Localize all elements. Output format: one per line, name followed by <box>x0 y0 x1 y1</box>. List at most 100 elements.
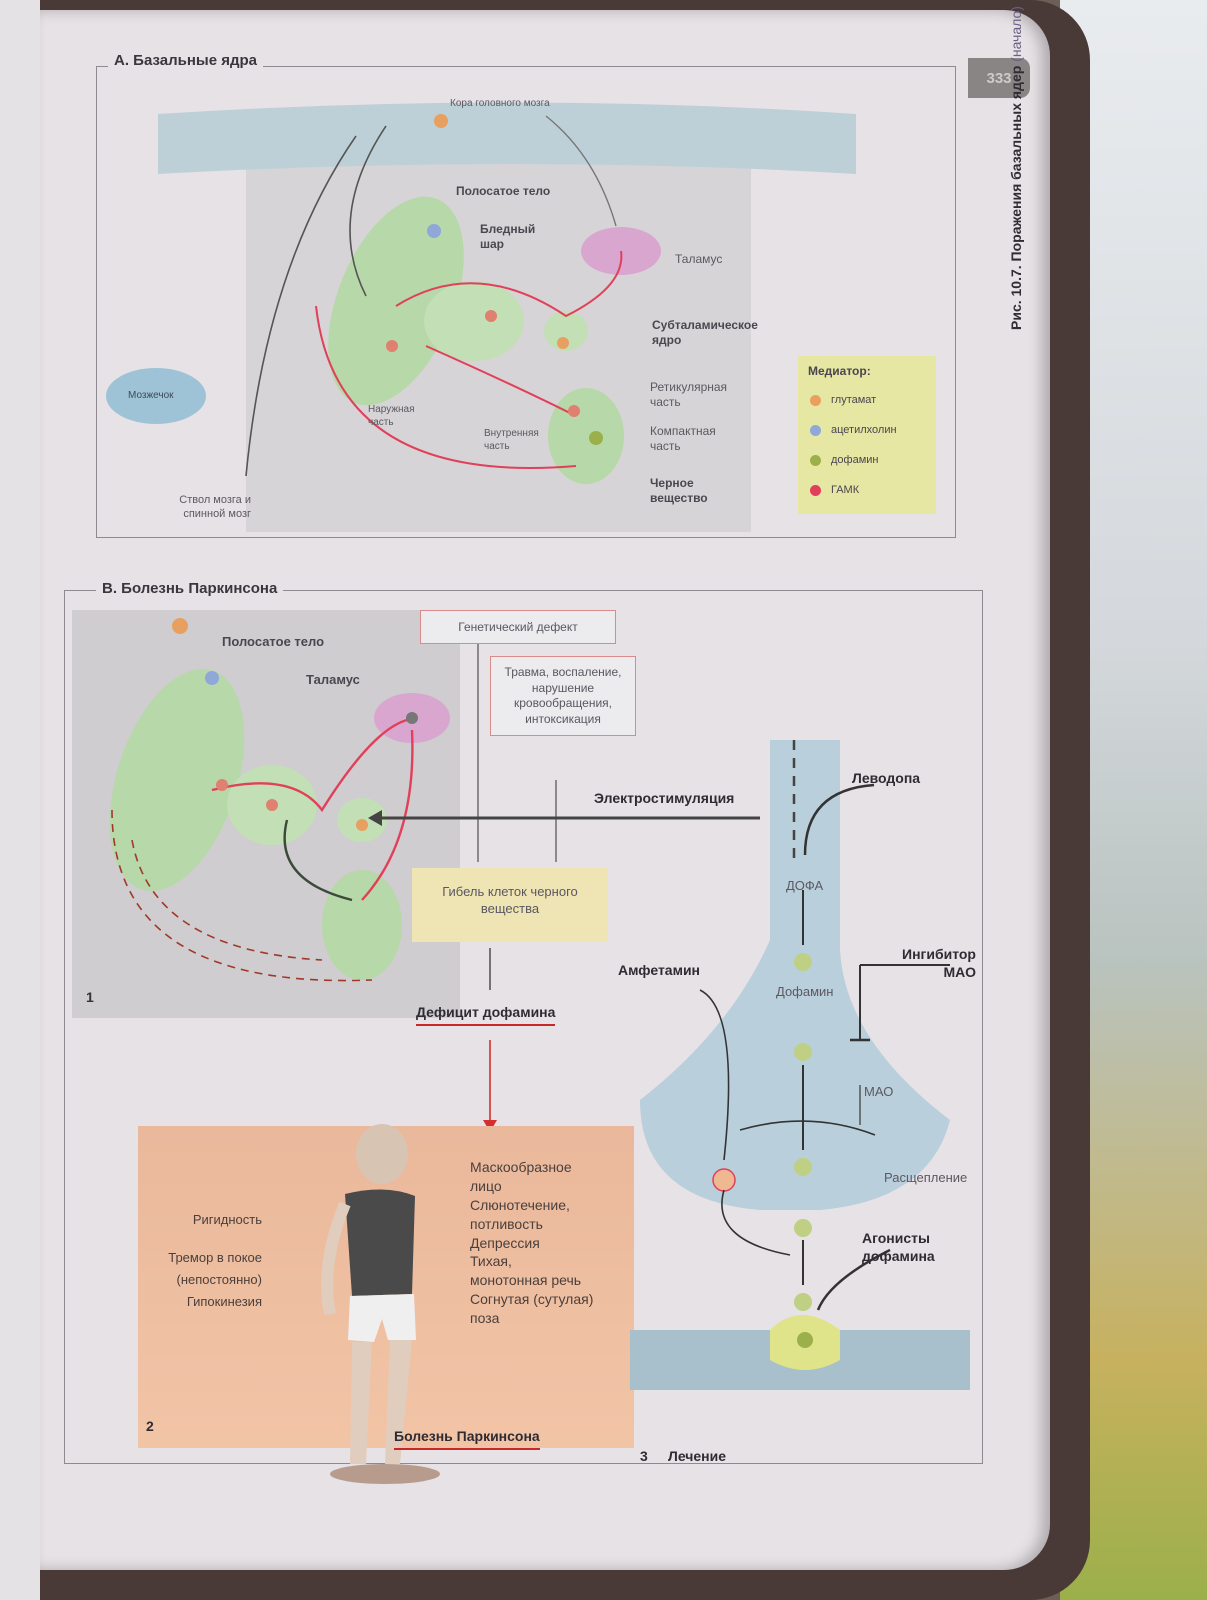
parkinson-title: Болезнь Паркинсона <box>394 1428 540 1450</box>
dopa-label: ДОФА <box>786 878 824 893</box>
panel2-number: 2 <box>146 1418 154 1434</box>
thalamus-to-cortex <box>545 115 617 227</box>
legend-item: ацетилхолин <box>810 424 897 436</box>
agonists-label: Агонисты дофамина <box>862 1230 935 1264</box>
section-b-title: В. Болезнь Паркинсона <box>96 580 284 597</box>
previous-page-edge <box>0 0 40 1600</box>
label-brainstem: Ствол мозга и спинной мозг <box>179 494 251 520</box>
striatum-shape <box>328 196 464 406</box>
acetylcholine-neuron <box>427 224 441 238</box>
symptom-line: Слюнотечение, <box>470 1196 570 1213</box>
amphetamine-label: Амфетамин <box>618 962 701 978</box>
symptom-line: Тихая, <box>470 1253 512 1270</box>
label-outer-part: Наружная часть <box>368 404 415 428</box>
label-compact: Компактная часть <box>650 424 716 453</box>
legend-item: дофамин <box>810 454 879 466</box>
dashed-lost-pathway <box>111 809 373 982</box>
gaba-neuron-2 <box>485 310 497 322</box>
dark-pathway <box>283 819 353 902</box>
gaba-pathway <box>211 718 408 813</box>
label-inner-part: Внутренняя часть <box>484 428 539 452</box>
figure-caption-sub: (начало) <box>1008 6 1024 62</box>
gaba-neuron-3 <box>568 405 580 417</box>
glutamate-neuron <box>172 618 188 634</box>
subthalamic-shape <box>544 311 588 351</box>
thalamus-neuron <box>406 712 418 724</box>
amphetamine-transporter <box>712 1168 736 1192</box>
legend-item: ГАМК <box>810 484 859 496</box>
levodopa-label: Леводопа <box>852 770 921 786</box>
label-striatum: Полосатое тело <box>456 184 551 198</box>
patient-shadow <box>330 1464 440 1484</box>
dopamine-molecule <box>794 1043 812 1061</box>
agonist-arrow <box>816 1248 891 1311</box>
dopamine-dot <box>810 454 821 466</box>
cerebellum-shape <box>106 368 206 424</box>
label-subthalamic: Субталамическое ядро <box>652 318 758 347</box>
dopamine-molecule <box>794 1219 812 1237</box>
mediator-legend: Медиатор: глутамат ацетилхолин дофамин Г… <box>798 356 936 514</box>
section-a-title: А. Базальные ядра <box>108 52 263 69</box>
patient-legs <box>350 1340 412 1464</box>
panel3-number: 3 <box>640 1448 648 1464</box>
label-substantia-nigra: Черное вещество <box>650 476 708 505</box>
glutamate-neuron-2 <box>356 819 368 831</box>
pallidum-shape <box>424 281 524 361</box>
label-cortex: Кора головного мозга <box>450 98 550 109</box>
levodopa-arrow <box>803 783 875 856</box>
amphetamine-path <box>699 989 730 1161</box>
presynaptic-terminal <box>640 740 950 1210</box>
genetic-defect-box: Генетический дефект <box>420 610 616 644</box>
gaba-pathway-1 <box>395 250 623 318</box>
figure-caption: Рис. 10.7. Поражения базальных ядер (нач… <box>1008 6 1024 330</box>
cell-death-box: Гибель клеток черного вещества <box>412 868 608 942</box>
mao-label: МАО <box>864 1084 894 1099</box>
symptom-line: Депрессия <box>470 1234 540 1251</box>
reuptake-path <box>721 1189 791 1256</box>
legend-item: глутамат <box>810 394 876 406</box>
patient-head <box>356 1124 408 1184</box>
panel1-label-striatum: Полосатое тело <box>222 634 325 649</box>
patient-torso <box>345 1189 415 1296</box>
dopamine-label: Дофамин <box>776 984 834 999</box>
synapse-diagram <box>630 740 970 1390</box>
legend-label: ацетилхолин <box>831 424 897 436</box>
dopamine-molecule <box>794 1158 812 1176</box>
dashed-lost-pathway-2 <box>131 839 323 961</box>
section-a-frame <box>96 66 956 538</box>
substantia-nigra-shape <box>322 870 402 980</box>
gaba-pathway-2 <box>315 305 577 469</box>
section-b-frame <box>64 590 983 1464</box>
dopamine-deficit-label: Дефицит дофамина <box>416 1004 556 1026</box>
legend-label: дофамин <box>831 454 879 466</box>
figure-caption-main: Рис. 10.7. Поражения базальных ядер <box>1008 65 1024 330</box>
gaba-neuron-1 <box>386 340 398 352</box>
treatment-title: Лечение <box>668 1448 727 1464</box>
panel1-label-thalamus: Таламус <box>306 672 360 687</box>
symptom-line: поза <box>470 1310 500 1327</box>
glutamate-neuron-2 <box>557 337 569 349</box>
symptom-tremor: Тремор в покое <box>168 1250 262 1265</box>
electrostimulation-label: Электростимуляция <box>594 790 735 806</box>
symptom-line: потливость <box>470 1215 543 1232</box>
basal-ganglia-diagram <box>106 102 856 532</box>
symptom-line: Маскообразное <box>470 1159 572 1175</box>
brainstem-projection <box>245 135 357 477</box>
dopamine-bound <box>797 1332 813 1348</box>
label-reticular: Ретикулярная часть <box>650 380 728 409</box>
gaba-pathway-2 <box>361 729 414 901</box>
trauma-box: Травма, воспаление, нарушение кровообращ… <box>490 656 636 737</box>
label-cerebellum: Мозжечок <box>128 390 174 401</box>
striatum-shape <box>109 669 245 891</box>
legend-title: Медиатор: <box>808 364 871 378</box>
cortex-band <box>158 102 856 174</box>
cortex-projection <box>349 125 387 297</box>
mao-inhibitor-label: Ингибитор МАО <box>902 946 976 980</box>
glutamate-dot <box>810 394 821 406</box>
glutamate-neuron <box>434 114 448 128</box>
breakdown-path <box>739 1120 876 1136</box>
acetylcholine-dot <box>810 424 821 436</box>
symptom-line: Согнутая (сутулая) <box>470 1291 594 1308</box>
symptom-line: лицо <box>470 1177 502 1194</box>
